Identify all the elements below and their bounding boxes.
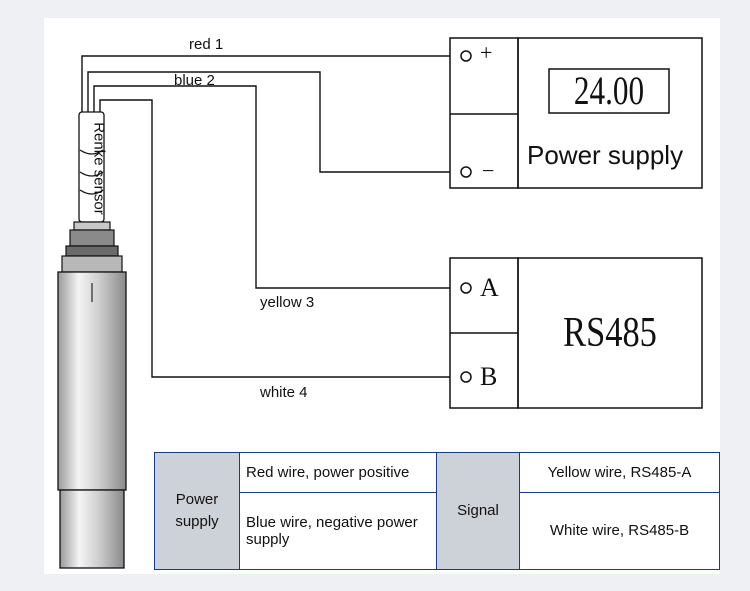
wire-label-yellow: yellow 3 bbox=[260, 294, 315, 311]
power-display bbox=[548, 68, 670, 114]
terminal-plus bbox=[460, 50, 472, 62]
wire-label-red: red 1 bbox=[189, 36, 224, 53]
legend-row: Blue wire, negative power supply White w… bbox=[155, 491, 720, 571]
terminal-b bbox=[460, 371, 472, 383]
wire-label-blue: blue 2 bbox=[174, 72, 215, 89]
blue-wire bbox=[87, 71, 450, 173]
sensor-nut-ring bbox=[65, 245, 119, 257]
sensor-probe-tip bbox=[59, 489, 125, 569]
terminal-a bbox=[460, 282, 472, 294]
wiring-legend-table: Power supply Red wire, power positive Si… bbox=[154, 452, 720, 571]
sensor-nut-body bbox=[69, 229, 115, 247]
power-box bbox=[517, 37, 703, 189]
plus-label: + bbox=[480, 40, 493, 65]
rs485-box-label: RS485 bbox=[563, 310, 657, 356]
legend-signal-group: Signal bbox=[436, 452, 520, 570]
cable-bend-relief bbox=[79, 149, 104, 195]
sensor-collar bbox=[61, 255, 123, 273]
sensor-probe-body bbox=[57, 271, 127, 491]
legend-power-positive: Red wire, power positive bbox=[239, 452, 437, 493]
power-box-label: Power supply bbox=[527, 140, 684, 170]
legend-power-group: Power supply bbox=[154, 452, 240, 570]
sensor-label: Renke sensor bbox=[90, 122, 108, 215]
minus-label: − bbox=[482, 158, 495, 183]
terminal-a-label: A bbox=[480, 273, 499, 302]
legend-row: Power supply Red wire, power positive Si… bbox=[154, 452, 720, 570]
red-wire bbox=[81, 55, 450, 112]
white-wire bbox=[99, 99, 450, 378]
legend-power-negative: Blue wire, negative power supply bbox=[239, 491, 437, 571]
rs485-box bbox=[517, 257, 703, 409]
wire-label-white: white 4 bbox=[260, 384, 308, 401]
terminal-minus bbox=[460, 166, 472, 178]
terminal-b-label: B bbox=[480, 362, 498, 391]
legend-signal-a: Yellow wire, RS485-A bbox=[519, 452, 720, 493]
legend-signal-b: White wire, RS485-B bbox=[519, 491, 720, 571]
power-display-value: 24.00 bbox=[573, 68, 645, 113]
yellow-wire bbox=[93, 85, 450, 289]
